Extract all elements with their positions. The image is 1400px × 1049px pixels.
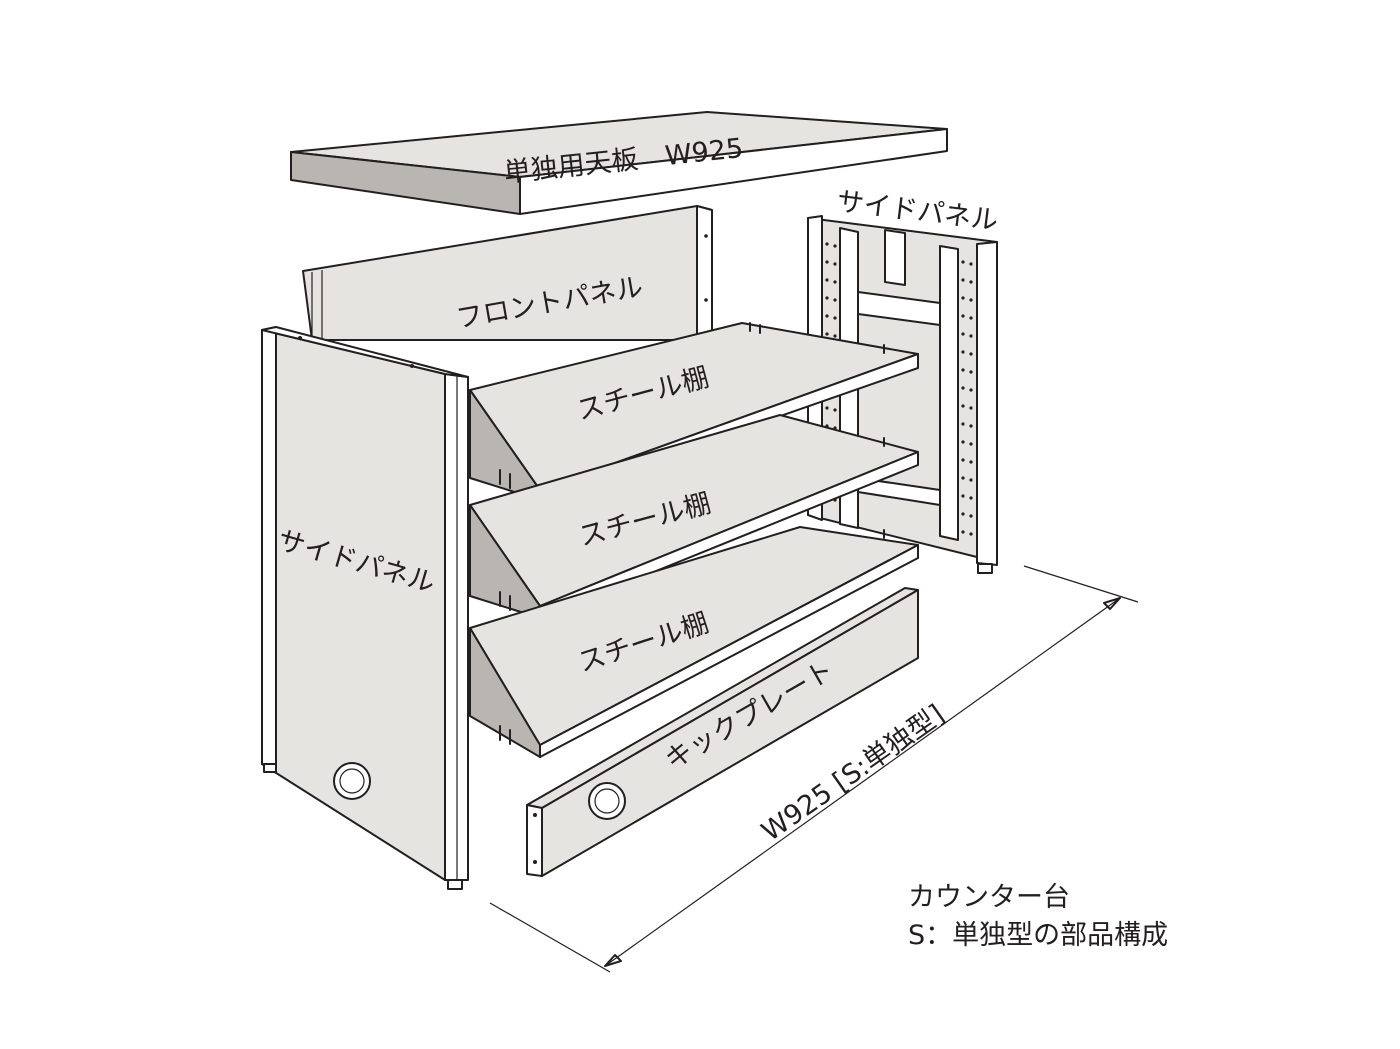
- steel-shelf-3: [469, 526, 919, 758]
- steel-shelf-1: [469, 322, 919, 501]
- peg-holes-right: [961, 260, 973, 536]
- caption-line-2: S：単独型の部品構成: [908, 920, 1168, 951]
- front-panel: [302, 205, 713, 341]
- top-panel: [290, 111, 948, 215]
- kick-plate: [526, 587, 919, 877]
- side-panel-front: [261, 326, 469, 890]
- steel-shelf-2: [469, 414, 919, 619]
- caption-line-1: カウンター台: [908, 882, 1070, 913]
- dimension-line: [489, 565, 1139, 973]
